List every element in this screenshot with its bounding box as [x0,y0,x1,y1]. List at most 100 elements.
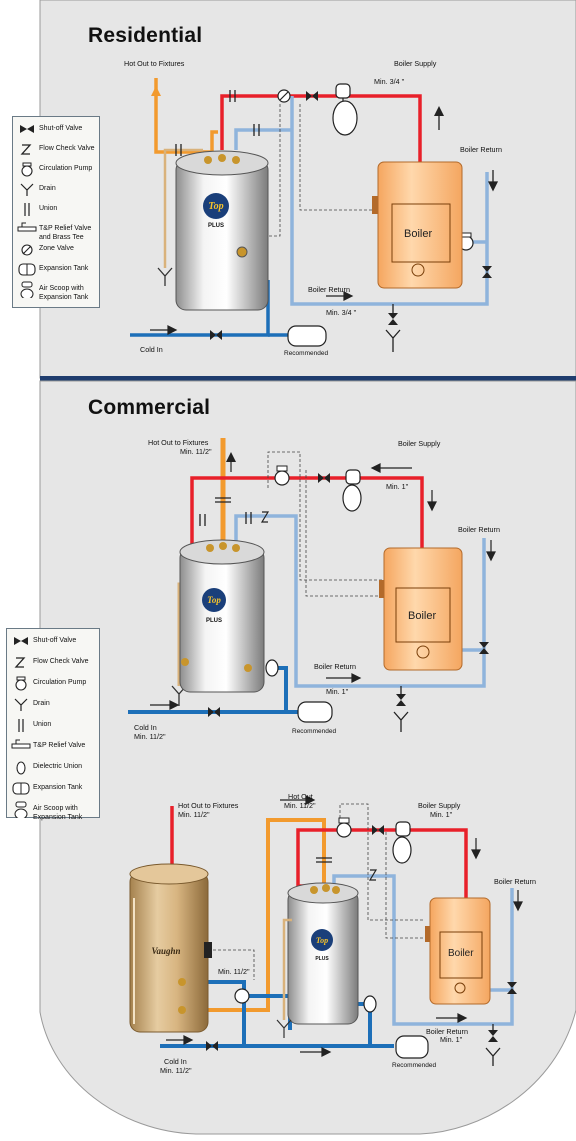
legend-commercial-row: Circulation Pump [7,675,99,692]
res-hot-out-riser [210,130,218,152]
com2-cold-arrow-2 [300,1047,332,1057]
res-plus-badge: PLUS [208,223,224,229]
union-icon [11,717,31,734]
legend-commercial-label: Air Scoop with [33,805,78,812]
legend-commercial-row: Dielectric Union [7,759,99,776]
com2-min-mid-label: Min. 11/2" [218,967,250,976]
legend-residential-label: Expansion Tank [39,265,89,272]
legend-residential-label: Union [39,205,58,212]
legend-commercial-label: Expansion Tank [33,814,83,821]
com2-return-bottom-arrow [436,1013,468,1023]
com-shutoff-return [479,642,489,654]
res-boiler-supply-pipe [220,94,422,180]
com2-boiler-return-pipe [332,874,514,1026]
com-circ-pump-cold [265,659,279,677]
res-return-bottom-arrow [326,291,354,301]
legend-residential-label: Air Scoop with [39,285,84,292]
com-cold-in-min-label: Min. 11/2" [134,732,166,741]
res-shutoff-cold [210,330,222,340]
res-boiler-return-pipe [290,96,489,306]
legend-residential-row: Circulation Pump [13,161,99,178]
res-supply-arrow [434,106,444,116]
com2-boiler-return-top-label: Boiler Return [494,877,536,886]
zone-valve-icon [17,241,37,258]
legend-residential-row: Expansion Tank [13,290,99,307]
com-hot-out-min-label: Min. 11/2" [180,447,212,456]
res-shutoff-drain [388,313,398,325]
com2-supply-arrow [471,838,481,860]
legend-residential-label: and Brass Tee [39,234,84,241]
legend-commercial-row: T&P Relief Valve [7,738,99,755]
com2-min-return-label: Min. 1" [440,1035,463,1044]
legend-residential-label: Expansion Tank [39,294,89,301]
legend-commercial-label: Union [33,721,52,728]
com-drain-symbol-2 [393,686,409,732]
legend-residential-row: Drain [13,181,99,198]
res-indirect-tank: Top PLUS [175,150,269,311]
com2-boiler [425,897,491,1005]
commercial-storage-diagram: Vaughn Top PLUS [129,795,523,1066]
com2-drain-symbol [485,1024,501,1066]
res-tp-drain-pipe [163,148,203,268]
circulation-pump-icon [17,161,37,178]
circulation-pump-icon [11,675,31,692]
legend-residential-label: T&P Relief Valve [39,225,92,232]
drain-icon [17,181,37,198]
com-plus-badge: PLUS [206,618,222,624]
res-drain-symbol-2 [385,304,401,352]
legend-commercial-row: Expansion Tank [7,810,99,827]
com2-boiler-supply-label: Boiler Supply [418,801,461,810]
res-shutoff-supply [306,91,318,101]
com2-shutoff-return [507,982,517,994]
legend-commercial-row: Expansion Tank [7,780,99,797]
res-recommended-label: Recommended [284,350,329,357]
com-dielectric-union [215,497,231,503]
com-recommended-label: Recommended [292,728,337,735]
residential-title: Residential [88,24,203,47]
com-top-badge: Top [207,595,221,605]
com2-storage-tank: Vaughn [129,863,212,1033]
com2-storage-badge: Vaughn [151,946,180,956]
legend-commercial-label: Dielectric Union [33,763,83,770]
res-cold-arrow [150,325,178,335]
com-supply-arrow-2 [427,490,437,512]
com-shutoff-cold [208,707,220,717]
flow-check-valve-icon [11,654,31,671]
com-boiler-label: Boiler [408,610,437,622]
com-circ-pump-supply [274,465,290,486]
dielectric-union-icon [11,759,31,776]
com2-circ-pump-mid [234,988,250,1004]
com-boiler-return-bottom-label: Boiler Return [314,662,356,671]
com-shutoff-drain [396,694,406,706]
residential-diagram: Top PLUS [130,78,499,352]
res-top-badge: Top [208,201,223,212]
com2-min-supply-label: Min. 1" [430,810,453,819]
com2-expansion-tank [395,1035,429,1059]
res-boiler-return-bottom-label: Boiler Return [308,285,350,294]
union-icon [17,201,37,218]
legend-residential-row: Expansion Tank [13,261,99,278]
com2-return-arrow [513,890,523,912]
res-hot-arrow [151,86,161,96]
com-return-arrow [486,540,496,562]
com-hot-out-label: Hot Out to Fixtures [148,438,209,447]
res-return-coil-pipe [234,128,292,150]
com2-shutoff-drain [488,1030,498,1042]
res-union-1 [229,90,236,102]
legend-residential-label: Zone Valve [39,245,74,252]
com2-hot-fixtures-label: Hot Out to Fixtures [178,801,239,810]
commercial-title: Commercial [88,396,211,419]
legend-residential-row: Air Scoop with [13,281,99,300]
res-boiler-return-top-label: Boiler Return [460,145,502,154]
res-air-scoop [332,83,358,136]
legend-commercial-label: Circulation Pump [33,679,87,686]
com2-boiler-label: Boiler [448,948,474,959]
expansion-tank-icon [11,780,31,797]
com-cold-in-label: Cold In [134,723,157,732]
section-divider [40,376,576,381]
legend-residential-row: T&P Relief Valve [13,221,99,238]
com2-supply-arrow-top [280,795,316,805]
